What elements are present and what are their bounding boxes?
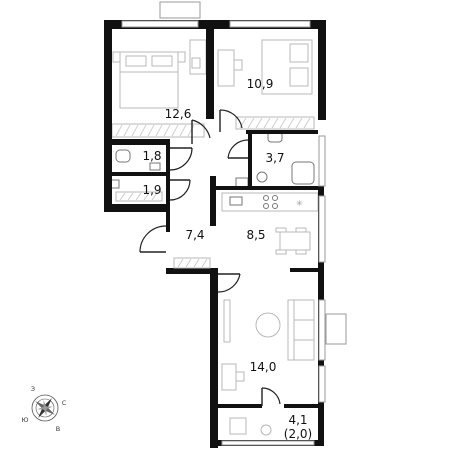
bed-icon (119, 51, 179, 109)
window (121, 20, 199, 28)
ac-unit (325, 313, 347, 345)
window (318, 195, 326, 263)
room-area-storage: 1,9 (142, 183, 161, 197)
room-area-balcony-reduced: (2,0) (284, 427, 312, 441)
compass-north-label: З (31, 385, 35, 393)
dining-table-icon (275, 227, 311, 255)
bathtub-icon (291, 161, 315, 185)
sofa-icon (287, 299, 315, 361)
area-labels: 12,6 10,9 1,8 1,9 3,7 7,4 8,5 14,0 4,1 (… (142, 77, 312, 441)
room-area-balcony: 4,1 (288, 413, 307, 427)
ac-unit (159, 1, 201, 19)
room-area-bathroom: 3,7 (265, 151, 284, 165)
compass-east-label: С (62, 399, 67, 407)
desk-icon (221, 363, 237, 391)
sink-icon (235, 177, 249, 188)
kitchen-counter-icon: ✳ (221, 192, 319, 212)
chair-icon (233, 59, 243, 71)
window (318, 135, 326, 187)
coffee-table-icon (255, 312, 281, 338)
desk-icon (217, 49, 235, 87)
sink-icon (149, 162, 161, 171)
toilet-icon (115, 149, 131, 163)
compass-west-label: В (56, 425, 60, 433)
bed-icon (261, 39, 313, 95)
washing-machine-icon (256, 171, 268, 183)
pillow-icon (289, 43, 309, 63)
compass-ring (31, 394, 59, 422)
room-area-hall: 7,4 (185, 228, 204, 242)
chair-icon (235, 371, 245, 382)
room-area-bedroom-2: 10,9 (247, 77, 274, 91)
nightstand-icon (112, 51, 121, 63)
compass-south-label: Ю (21, 416, 28, 424)
fan-icon: ✳ (296, 199, 303, 208)
furniture: ✳ (110, 39, 319, 436)
pillow-icon (125, 55, 147, 67)
window (229, 20, 311, 28)
wardrobe-icon (111, 123, 205, 138)
kitchen-sink-icon (229, 196, 243, 206)
pillow-icon (151, 55, 173, 67)
storage-shelf-icon (115, 191, 163, 202)
windows (121, 1, 347, 446)
pillow-icon (289, 67, 309, 87)
walls (104, 20, 326, 448)
side-table-icon (260, 424, 272, 436)
chair-icon (191, 57, 201, 69)
room-area-kitchen: 8,5 (246, 228, 265, 242)
doors (139, 109, 281, 406)
compass: З С Ю В (21, 385, 66, 433)
room-area-wc: 1,8 (142, 149, 161, 163)
room-area-living-room: 14,0 (250, 360, 277, 374)
armchair-icon (229, 417, 247, 435)
nightstand-icon (177, 51, 186, 63)
window (318, 299, 326, 361)
desk-icon (189, 39, 207, 75)
wardrobe-icon (235, 116, 315, 130)
room-area-bedroom-1: 12,6 (165, 107, 192, 121)
window (221, 440, 315, 446)
tv-stand-icon (223, 299, 231, 343)
meter-box-icon (110, 179, 120, 189)
window (318, 365, 326, 403)
